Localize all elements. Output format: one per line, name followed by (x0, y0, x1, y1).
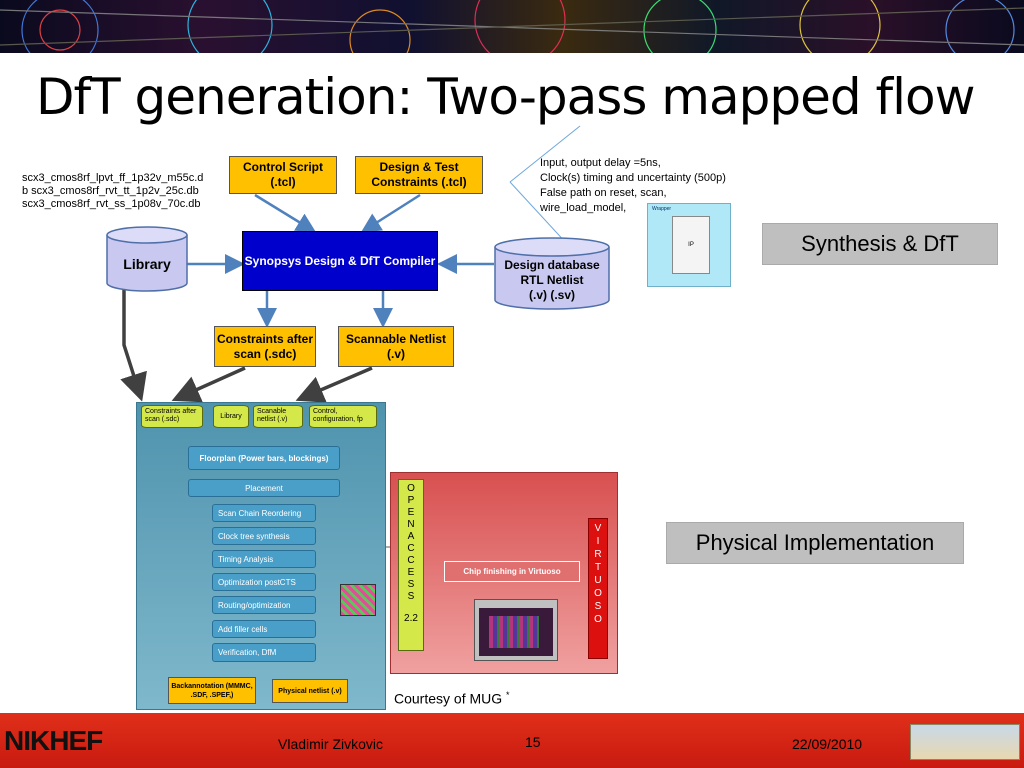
openaccess-letter: A (407, 531, 415, 542)
constraints-note-line-2: Clock(s) timing and uncertainty (500p) (540, 172, 726, 184)
constraints-note: Input, output delay =5ns, Clock(s) timin… (540, 156, 726, 216)
design-database-line-3: (.v) (.sv) (528, 288, 575, 302)
library-file-2: b scx3_cmos8rf_rvt_tt_1p2v_25c.db (22, 185, 199, 197)
library-cylinder (106, 226, 188, 292)
virtuoso-screenshot (474, 599, 558, 661)
banner-graphic (0, 0, 1024, 53)
slide-title: DfT generation: Two-pass mapped flow (36, 68, 975, 126)
openaccess-letter: P (407, 495, 415, 506)
constraints-note-line-4: wire_load_model, (540, 202, 627, 214)
openaccess-letter: S (407, 591, 415, 602)
timing-analysis-step: Timing Analysis (212, 550, 316, 568)
constraints-note-line-3: False path on reset, scan, (540, 187, 667, 199)
constraints-after-scan-box: Constraints after scan (.sdc) (214, 326, 316, 367)
openaccess-letter: E (407, 507, 415, 518)
openaccess-version: 2.2 (404, 613, 418, 624)
virtuoso-letter: T (594, 562, 602, 573)
backannotation-box: Backannotation (MMMC, .SDF, .SPEF,) (168, 677, 256, 704)
virtuoso-bar: V I R T U O S O (588, 518, 608, 659)
layout-view (479, 608, 553, 656)
synthesis-dft-label: Synthesis & DfT (762, 223, 998, 265)
ip-wrapper-thumbnail: Wrapper IP (647, 203, 731, 287)
flow-input-library: Library (213, 405, 249, 428)
openaccess-letter: E (407, 567, 415, 578)
virtuoso-letter: O (594, 614, 602, 625)
synopsys-compiler-box: Synopsys Design & DfT Compiler (242, 231, 438, 291)
flow-input-scanable-netlist: Scanable netlist (.v) (253, 405, 303, 428)
physical-netlist-box: Physical netlist (.v) (272, 679, 348, 703)
control-script-box: Control Script (.tcl) (229, 156, 337, 194)
wrapper-label: Wrapper (652, 206, 672, 212)
layout-pattern (489, 616, 539, 648)
nikhef-logo: NIKHEF (4, 725, 103, 756)
scan-chain-reordering-step: Scan Chain Reordering (212, 504, 316, 522)
openaccess-bar: O P E N A C C E S S 2.2 (398, 479, 424, 651)
routing-optimization-step: Routing/optimization (212, 596, 316, 614)
verification-dfm-step: Verification, DfM (212, 643, 316, 662)
openaccess-letter: C (407, 543, 415, 554)
openaccess-letter: S (407, 579, 415, 590)
chip-finishing-box: Chip finishing in Virtuoso (444, 561, 580, 582)
twepp-logo-image (910, 724, 1020, 760)
clock-tree-synthesis-step: Clock tree synthesis (212, 527, 316, 545)
footer-author: Vladimir Zivkovic (278, 736, 384, 752)
floorplan-step: Floorplan (Power bars, blockings) (188, 446, 340, 470)
virtuoso-letter: S (594, 601, 602, 612)
placement-step: Placement (188, 479, 340, 497)
library-file-3: scx3_cmos8rf_rvt_ss_1p08v_70c.db (22, 198, 201, 210)
virtuoso-letter: V (594, 523, 602, 534)
scannable-netlist-box: Scannable Netlist (.v) (338, 326, 454, 367)
ip-block: IP (672, 216, 710, 274)
flow-input-control: Control, configuration, fp (309, 405, 377, 428)
virtuoso-letter: R (594, 549, 602, 560)
library-files: scx3_cmos8rf_lpvt_ff_1p32v_m55c.d b scx3… (22, 172, 203, 211)
library-file-1: scx3_cmos8rf_lpvt_ff_1p32v_m55c.d (22, 172, 204, 184)
physical-implementation-label: Physical Implementation (666, 522, 964, 564)
design-database-cylinder (494, 237, 610, 310)
openaccess-letter: N (407, 519, 415, 530)
optimization-postcts-step: Optimization postCTS (212, 573, 316, 591)
courtesy-mark: * (506, 690, 510, 700)
design-test-constraints-box: Design & Test Constraints (.tcl) (355, 156, 483, 194)
openaccess-letter: C (407, 555, 415, 566)
courtesy-text: Courtesy of MUG (394, 690, 503, 707)
library-label: Library (123, 255, 171, 272)
header-banner-image (0, 0, 1024, 53)
constraints-note-line-1: Input, output delay =5ns, (540, 157, 661, 169)
virtuoso-letter: I (596, 536, 600, 547)
design-database-line-1: Design database (504, 258, 600, 272)
layout-thumbnail (340, 584, 376, 616)
design-database-line-2: RTL Netlist (520, 273, 584, 287)
virtuoso-letter: U (594, 575, 602, 586)
footer-page-number: 15 (525, 734, 541, 750)
virtuoso-letter: O (594, 588, 602, 599)
design-database-label: Design database RTL Netlist (.v) (.sv) (494, 258, 610, 303)
footer-bar (0, 713, 1024, 768)
flow-input-constraints: Constraints after scan (.sdc) (141, 405, 203, 428)
courtesy-note: Courtesy of MUG * (394, 690, 510, 707)
add-filler-cells-step: Add filler cells (212, 620, 316, 638)
openaccess-letter: O (407, 483, 415, 494)
footer-date: 22/09/2010 (792, 736, 863, 752)
